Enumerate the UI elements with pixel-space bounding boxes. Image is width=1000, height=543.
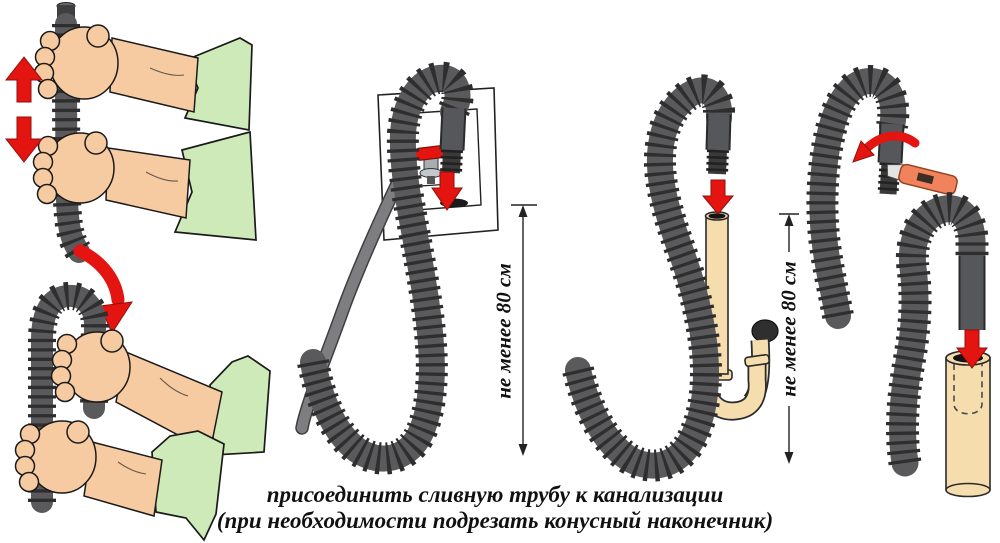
insert-arrow-icon [431, 171, 463, 211]
drain-hose [888, 195, 986, 477]
stretch-hose-step [4, 2, 257, 263]
standpipe-step [562, 74, 779, 482]
wall-outlet [751, 319, 779, 343]
sewer-pipe [945, 357, 991, 491]
caption-line-2: (при необходимости подрезать конусный на… [216, 508, 774, 533]
caption-line-1: присоединить сливную трубу к канализации [266, 482, 724, 507]
drain-hose [809, 67, 907, 329]
insert-pipe-step [885, 192, 991, 498]
min-height-label-left: не менее 80 см [491, 263, 516, 399]
insertion-depth-dashes [953, 364, 983, 415]
bend-hose-step [14, 282, 271, 542]
wall-drain-box-step [295, 61, 499, 475]
arm [109, 37, 199, 113]
insert-arrow-icon [956, 329, 988, 369]
sleeve [151, 430, 225, 542]
insert-arrow-icon [701, 179, 735, 215]
knife-icon [886, 163, 958, 196]
arm [105, 147, 191, 219]
bend-arrow-icon [73, 244, 134, 335]
rotate-arrow-icon [852, 131, 920, 163]
cut-tip-step [806, 64, 958, 329]
down-arrow-icon [4, 116, 44, 163]
drain-hose [565, 77, 732, 479]
caption: присоединить сливную трубу к канализации… [0, 482, 990, 534]
min-height-label-right: не менее 80 см [776, 261, 801, 397]
measurement-left [511, 204, 537, 456]
up-arrow-icon [4, 56, 44, 103]
measurement-right [779, 213, 799, 464]
sleeve [183, 37, 253, 132]
sleeve [173, 130, 257, 241]
